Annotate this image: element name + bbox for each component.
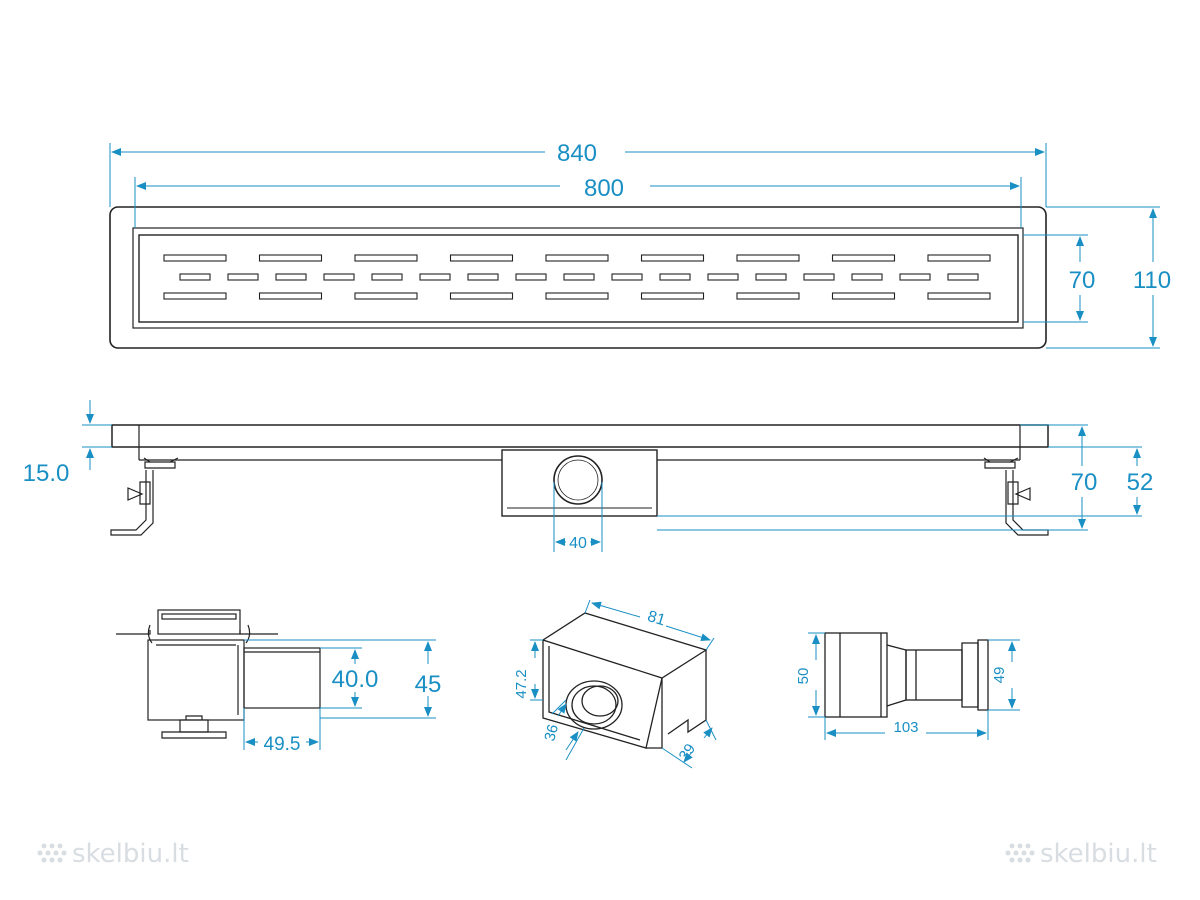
grate-slot xyxy=(275,273,307,281)
dim-grate-width: 70 xyxy=(1023,234,1096,323)
dim-outlet-diameter: 40 xyxy=(553,482,603,552)
watermark-right: skelbiu.lt xyxy=(1005,839,1157,869)
watermark-left: skelbiu.lt xyxy=(37,839,189,869)
dim-channel-depth: 52 xyxy=(657,446,1154,517)
dim-total-depth: 70 xyxy=(657,424,1098,531)
dim-label-15: 15.0 xyxy=(23,460,70,487)
dim-label-40-0: 40.0 xyxy=(332,666,379,693)
grate-slot xyxy=(545,292,609,300)
grate-slot xyxy=(927,254,991,262)
side-flange xyxy=(111,424,1049,448)
leveling-foot-left xyxy=(110,457,179,536)
grate-slot xyxy=(851,273,883,281)
dim-label-49: 49 xyxy=(991,667,1008,684)
grate-slots xyxy=(163,254,991,300)
grate-slot xyxy=(899,273,931,281)
dim-body-height: 45 xyxy=(244,639,442,719)
dim-trap-inlet: 50 xyxy=(795,632,825,718)
dim-label-800: 800 xyxy=(584,175,624,202)
dim-trap-length: 103 xyxy=(824,710,989,740)
dim-sump-height: 47.2 xyxy=(513,639,543,701)
skelbiu-logo-icon xyxy=(37,843,67,863)
grate-slot xyxy=(947,273,979,281)
grate-slot xyxy=(179,273,211,281)
grate-slot xyxy=(803,273,835,281)
grate-slot xyxy=(371,273,403,281)
sump-outlet-ring xyxy=(565,680,623,730)
grate-slot xyxy=(163,292,227,300)
side-outlet-circle xyxy=(553,455,603,505)
dim-label-103: 103 xyxy=(893,719,918,736)
dim-label-36: 36 xyxy=(541,723,562,744)
trap-outlet-pipe xyxy=(905,649,963,701)
trap-inlet-body xyxy=(824,632,888,718)
dim-label-70-side: 70 xyxy=(1071,469,1098,496)
grate-slot xyxy=(163,254,227,262)
grate-slot xyxy=(659,273,691,281)
dim-label-40: 40 xyxy=(569,535,587,552)
dim-label-52: 52 xyxy=(1127,469,1154,496)
grate-slot xyxy=(563,273,595,281)
grate-slot xyxy=(640,292,705,300)
dim-overall-width: 110 xyxy=(1046,206,1171,349)
grate-slot xyxy=(467,273,499,281)
dim-label-47-2: 47.2 xyxy=(513,669,530,698)
grate-slot xyxy=(831,292,896,300)
grate-slot xyxy=(227,273,259,281)
grate-slot xyxy=(258,292,323,300)
drain-frame-outline xyxy=(109,206,1047,349)
skelbiu-logo-icon xyxy=(1005,843,1035,863)
dim-label-45: 45 xyxy=(415,671,442,698)
side-view: 15.0 40 70 52 xyxy=(23,400,1154,552)
dim-label-50: 50 xyxy=(795,668,812,685)
grate-slot xyxy=(354,292,418,300)
grate-slot xyxy=(707,273,739,281)
grate-slot xyxy=(545,254,609,262)
grate-slot xyxy=(354,254,418,262)
grate-slot xyxy=(831,254,896,262)
dim-sump-depth: 39 xyxy=(661,719,717,769)
trap-view: 50 49 103 xyxy=(795,632,1020,740)
grate-slot xyxy=(323,273,355,281)
top-view: 840 800 70 110 xyxy=(109,140,1171,349)
dim-label-70-top: 70 xyxy=(1069,267,1096,294)
grate-slot xyxy=(640,254,705,262)
dim-grate-length: 800 xyxy=(134,175,1022,228)
grate-plate xyxy=(138,234,1019,323)
watermark-text-right: skelbiu.lt xyxy=(1040,839,1157,869)
dim-label-840: 840 xyxy=(557,140,597,167)
grate-slot xyxy=(419,273,451,281)
section-outlet-pipe xyxy=(243,647,321,709)
grate-slot xyxy=(611,273,643,281)
grate-slot xyxy=(755,273,787,281)
grate-slot xyxy=(449,292,514,300)
watermark-text-left: skelbiu.lt xyxy=(72,839,189,869)
dim-overall-length: 840 xyxy=(109,140,1047,207)
dim-label-39: 39 xyxy=(676,741,699,764)
grate-slot xyxy=(736,292,800,300)
leveling-foot-right xyxy=(983,457,1049,536)
grate-slot xyxy=(258,254,323,262)
section-view: 40.0 45 49.5 xyxy=(116,609,442,755)
dim-outlet-projection: 49.5 xyxy=(243,708,321,755)
grate-slot xyxy=(927,292,991,300)
grate-slot xyxy=(515,273,547,281)
dim-label-81: 81 xyxy=(645,608,667,629)
grate-slot xyxy=(736,254,800,262)
dim-label-49-5: 49.5 xyxy=(264,734,301,755)
dim-sump-length: 81 xyxy=(584,599,715,651)
dim-flange-height: 15.0 xyxy=(23,400,112,487)
dim-label-110: 110 xyxy=(1133,267,1171,294)
grate-recess xyxy=(132,227,1024,329)
dim-outlet-height: 40.0 xyxy=(320,647,379,709)
grate-slot xyxy=(449,254,514,262)
dim-sump-outlet: 36 xyxy=(541,699,585,761)
dim-trap-outlet: 49 xyxy=(988,639,1020,711)
sump-iso-view: 81 47.2 36 39 xyxy=(513,599,717,769)
